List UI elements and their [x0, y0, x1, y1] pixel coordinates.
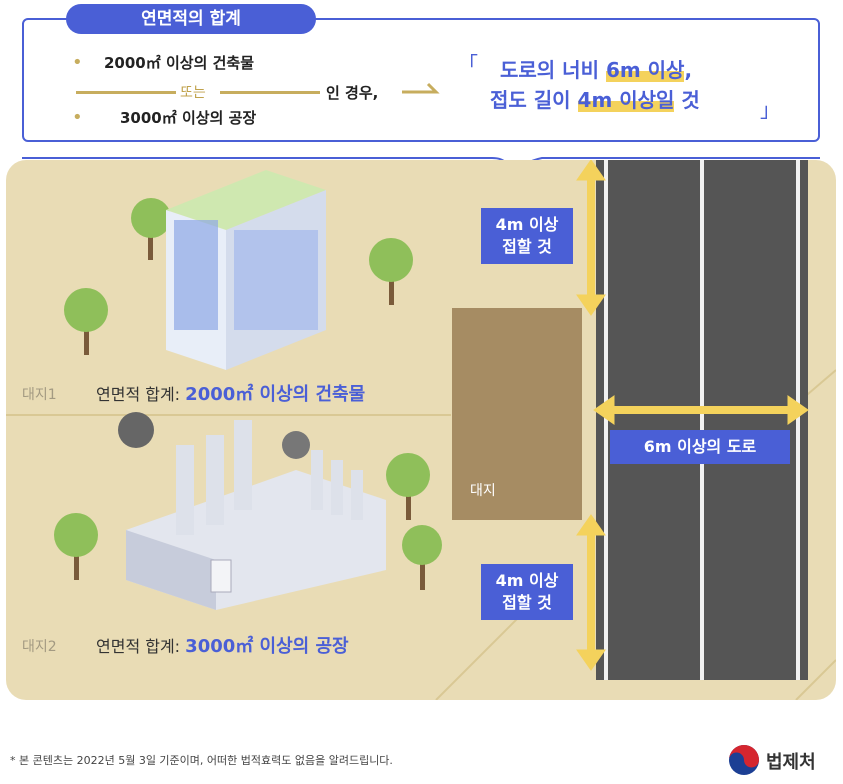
- arrow-right-icon: [402, 82, 440, 94]
- or-text: 또는: [180, 85, 206, 101]
- office-building-icon: [166, 170, 326, 370]
- scene-illustration: [6, 160, 836, 700]
- divider-line: [220, 91, 320, 94]
- logo-text: 법제처: [766, 752, 816, 773]
- tree-icon: [131, 198, 171, 260]
- tree-icon: [54, 513, 98, 580]
- divider-line: [76, 91, 176, 94]
- title-pill: 연면적의 합계: [66, 4, 316, 34]
- result-line-1: 도로의 너비 6m 이상,: [500, 58, 693, 82]
- road-width-arrow: [593, 395, 809, 425]
- info-box: [22, 18, 820, 142]
- close-bracket: 」: [760, 98, 780, 122]
- condition-factory: 3000㎡ 이상의 공장: [120, 109, 257, 127]
- site-label: 대지: [470, 483, 496, 499]
- bullet-icon: •: [72, 52, 83, 73]
- open-bracket: 「: [458, 52, 478, 76]
- frontage-arrow-top: [576, 160, 606, 316]
- bullet-icon: •: [72, 107, 83, 128]
- condition-building: 2000㎡ 이상의 건축물: [104, 54, 254, 72]
- footnote: * 본 콘텐츠는 2022년 5월 3일 기준이며, 어떠한 법적효력도 없음을…: [10, 754, 393, 767]
- road-label: 6m 이상의 도로: [610, 430, 790, 464]
- result-line-2: 접도 길이 4m 이상일 것: [490, 88, 700, 112]
- tree-icon: [369, 238, 413, 305]
- lot1-description: 연면적 합계: 2000㎡ 이상의 건축물: [96, 384, 366, 405]
- lot2-number: 대지2: [22, 639, 57, 655]
- case-text: 인 경우,: [326, 84, 379, 102]
- factory-icon: [118, 412, 386, 610]
- lot1-number: 대지1: [22, 387, 57, 403]
- lot2-description: 연면적 합계: 3000㎡ 이상의 공장: [96, 636, 349, 657]
- frontage-arrow-bottom: [576, 514, 606, 671]
- tree-icon: [64, 288, 108, 355]
- government-emblem-icon: [729, 745, 759, 775]
- tree-icon: [402, 525, 442, 590]
- tree-icon: [386, 453, 430, 520]
